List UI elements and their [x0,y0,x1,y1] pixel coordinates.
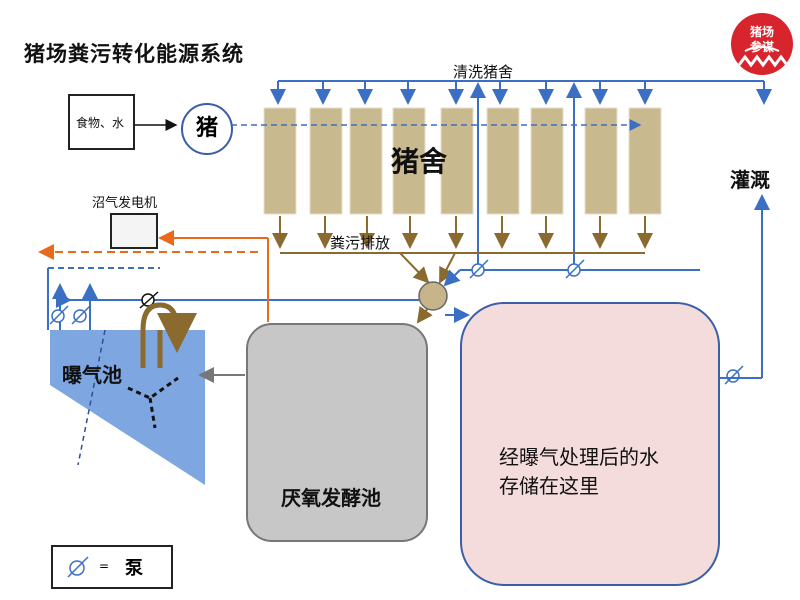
pump-icon [67,556,89,578]
aeration-pool-label: 曝气池 [62,363,122,387]
legend-pump-label: 泵 [125,558,143,579]
storage-tank [460,302,720,586]
barn-label: 猪舍 [391,145,448,178]
mixer-valve-icon [418,281,448,311]
biogas-generator-box [110,213,158,249]
barn-units [263,107,662,215]
food-water-box: 食物、水 [68,94,135,150]
legend-equals: = [99,559,110,573]
brand-logo: 猪场 参谋 [731,13,793,75]
anaerobic-tank-label: 厌氧发酵池 [281,486,381,510]
storage-label-line2: 存储在这里 [499,474,599,498]
aeration-pool-shape [50,330,205,485]
pig-logo-icon [737,46,789,68]
biogas-generator-label: 沼气发电机 [92,196,158,211]
legend-box: = 泵 [51,545,173,589]
logo-line1: 猪场 [749,25,774,39]
page-title: 猪场粪污转化能源系统 [24,42,244,66]
irrigation-label: 灌溉 [730,168,770,192]
storage-label-line1: 经曝气处理后的水 [499,445,659,469]
wash-barn-label: 清洗猪舍 [453,63,514,81]
manure-discharge-label: 粪污排放 [330,234,391,252]
food-water-label: 食物、水 [76,116,125,130]
anaerobic-tank [246,323,428,542]
pig-node: 猪 [181,103,233,155]
